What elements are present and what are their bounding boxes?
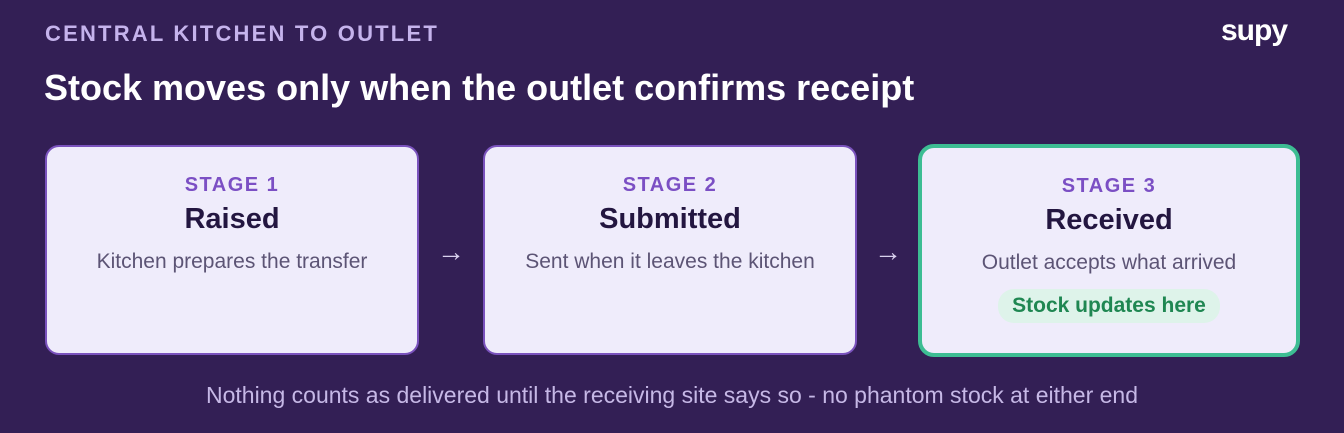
stage-description: Sent when it leaves the kitchen — [525, 250, 815, 273]
arrow-right-icon: → — [437, 236, 465, 267]
stage-name: Raised — [184, 203, 280, 235]
stage-number: STAGE 1 — [184, 174, 280, 196]
supy-logo: supy — [1221, 14, 1288, 47]
arrow-right-icon: → — [874, 236, 902, 267]
stock-updates-badge: Stock updates here — [998, 289, 1220, 323]
footer-note: Nothing counts as delivered until the re… — [205, 382, 1139, 408]
stage-card-received: STAGE 3 Received Outlet accepts what arr… — [918, 144, 1300, 357]
stage-name: Submitted — [599, 203, 741, 235]
stage-card-submitted: STAGE 2 Submitted Sent when it leaves th… — [483, 145, 857, 355]
stage-description: Kitchen prepares the transfer — [96, 250, 368, 273]
page-title: Stock moves only when the outlet confirm… — [44, 67, 915, 108]
stage-name: Received — [1045, 204, 1173, 236]
eyebrow-label: CENTRAL KITCHEN TO OUTLET — [45, 21, 439, 46]
stage-number: STAGE 2 — [622, 174, 718, 196]
stage-description: Outlet accepts what arrived — [981, 251, 1237, 274]
stage-number: STAGE 3 — [1061, 175, 1157, 197]
stage-card-raised: STAGE 1 Raised Kitchen prepares the tran… — [45, 145, 419, 355]
